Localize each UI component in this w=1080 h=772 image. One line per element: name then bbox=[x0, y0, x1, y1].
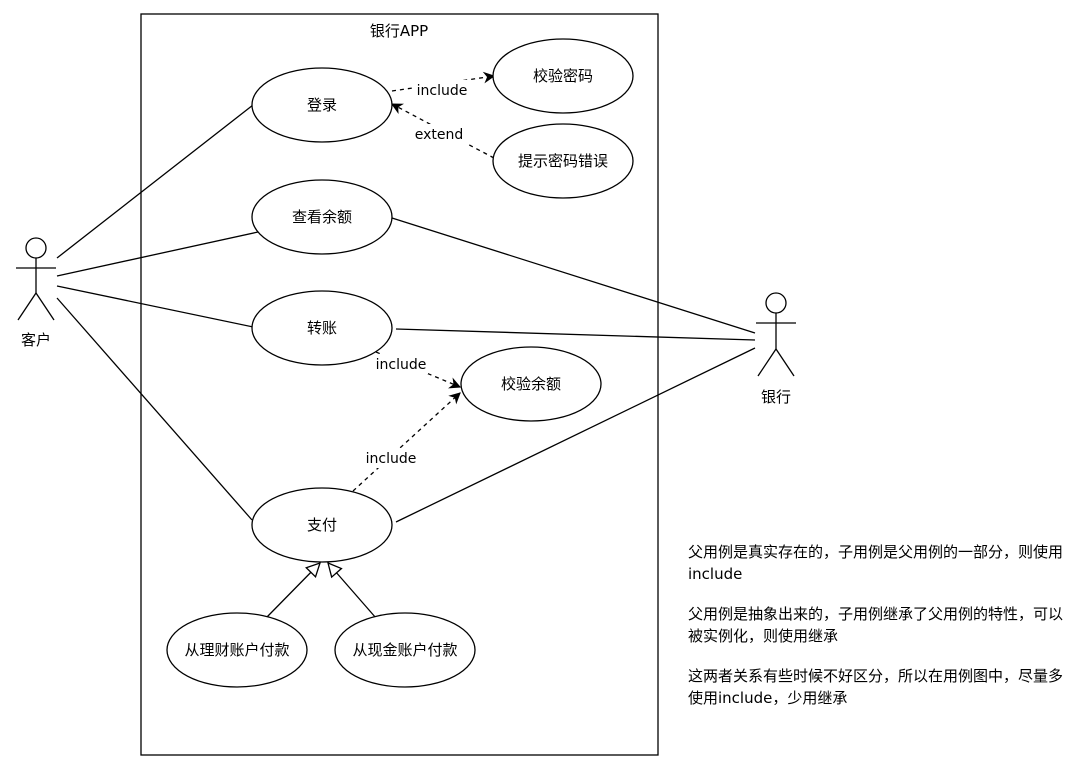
relation-labels: include extend include include bbox=[364, 80, 469, 468]
include-pay-verify bbox=[352, 392, 461, 492]
use-case-verify-balance-label: 校验余额 bbox=[501, 375, 561, 393]
assoc-customer-balance bbox=[56, 231, 259, 277]
generalizations bbox=[265, 563, 377, 619]
label-login-include: include bbox=[417, 83, 468, 99]
assoc-customer-transfer bbox=[56, 285, 259, 329]
actor-bank bbox=[756, 292, 796, 377]
note-inheritance: 父用例是抽象出来的，子用例继承了父用例的特性，可以被实例化，则使用继承 bbox=[688, 605, 1064, 645]
label-pay-include: include bbox=[366, 451, 417, 467]
use-case-pay-cash: 从现金账户付款 bbox=[334, 612, 476, 688]
use-case-password-error: 提示密码错误 bbox=[492, 123, 634, 199]
use-case-check-balance: 查看余额 bbox=[251, 179, 393, 255]
include-transfer-verify bbox=[375, 351, 462, 389]
actor-bank-head bbox=[765, 292, 787, 314]
generalize-cash-pay bbox=[328, 563, 377, 619]
label-login-extend: extend bbox=[415, 127, 464, 143]
assoc-bank-balance bbox=[391, 217, 756, 334]
assoc-customer-pay bbox=[56, 297, 253, 521]
actor-bank-label: 银行 bbox=[761, 388, 791, 406]
use-case-verify-balance: 校验余额 bbox=[460, 346, 602, 422]
use-case-verify-password: 校验密码 bbox=[492, 38, 634, 114]
actor-customer-head bbox=[25, 237, 47, 259]
use-case-verify-password-label: 校验密码 bbox=[533, 67, 593, 85]
use-case-login-label: 登录 bbox=[307, 96, 337, 114]
use-case-password-error-label: 提示密码错误 bbox=[518, 152, 608, 170]
assoc-bank-pay bbox=[395, 347, 756, 523]
customer-associations bbox=[56, 104, 259, 521]
generalize-wealth-pay bbox=[265, 563, 320, 619]
actor-customer-label: 客户 bbox=[21, 331, 51, 349]
use-case-transfer-label: 转账 bbox=[307, 319, 337, 337]
use-case-pay-cash-label: 从现金账户付款 bbox=[352, 641, 457, 659]
system-boundary bbox=[140, 13, 659, 756]
label-transfer-include: include bbox=[376, 357, 427, 373]
use-case-login: 登录 bbox=[251, 67, 393, 143]
use-case-pay-wealth: 从理财账户付款 bbox=[166, 612, 308, 688]
use-case-pay-label: 支付 bbox=[307, 516, 337, 534]
bank-associations bbox=[391, 217, 756, 523]
note-include: 父用例是真实存在的，子用例是父用例的一部分，则使用include bbox=[688, 543, 1064, 583]
use-case-check-balance-label: 查看余额 bbox=[292, 208, 352, 226]
use-case-pay-wealth-label: 从理财账户付款 bbox=[184, 641, 289, 659]
assoc-customer-login bbox=[56, 104, 254, 259]
use-case-pay: 支付 bbox=[251, 487, 393, 563]
assoc-bank-transfer bbox=[395, 328, 756, 341]
use-cases: 登录 校验密码 提示密码错误 查看余额 转账 校验余额 支付 从理财账户付款 bbox=[166, 38, 634, 688]
use-case-transfer: 转账 bbox=[251, 290, 393, 366]
note-advice: 这两者关系有些时候不好区分，所以在用例图中，尽量多使用include，少用继承 bbox=[688, 667, 1064, 707]
system-title: 银行APP bbox=[370, 22, 428, 40]
actor-customer bbox=[16, 237, 56, 321]
